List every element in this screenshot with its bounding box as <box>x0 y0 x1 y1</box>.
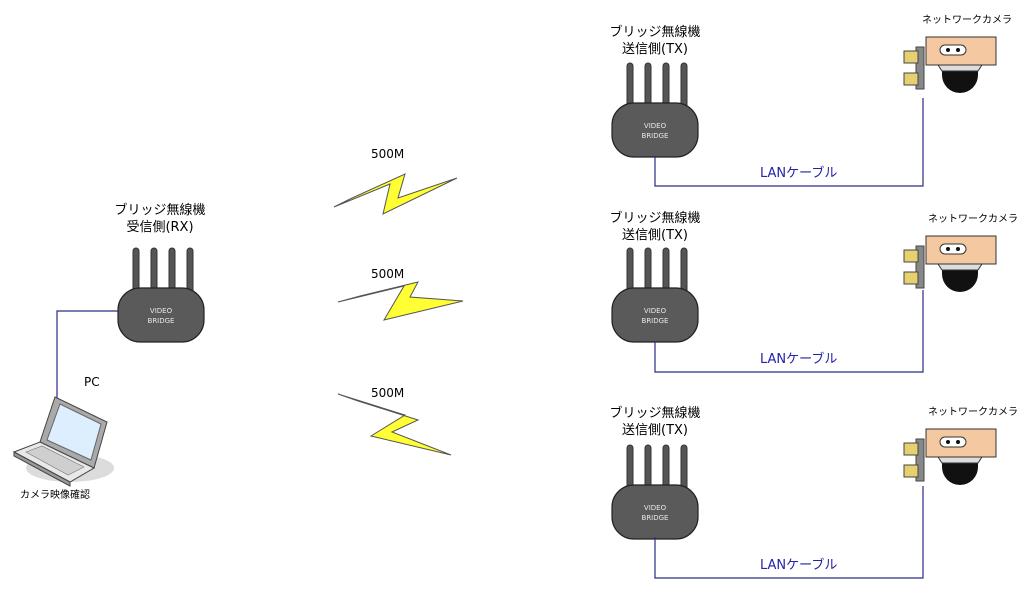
receiver-label-line2: 受信側(RX) <box>126 220 194 235</box>
transmitter-1-box-line2: BRIDGE <box>641 132 669 140</box>
receiver-box-line1: VIDEO <box>149 307 173 315</box>
transmitter-bridge-1 <box>611 62 699 158</box>
link-rate-3: 500M <box>371 386 405 400</box>
transmitter-2-box-line2: BRIDGE <box>641 317 669 325</box>
transmitter-1-label-line2: 送信側(TX) <box>622 42 688 57</box>
network-camera-2 <box>903 235 997 293</box>
camera-3-label: ネットワークカメラ <box>928 407 1018 418</box>
transmitter-3-label-line1: ブリッジ無線機 <box>609 406 701 421</box>
transmitter-1-label-line1: ブリッジ無線機 <box>609 25 701 40</box>
wireless-link-bolt-2 <box>337 281 464 321</box>
lan-cable-3-label: LANケーブル <box>760 558 838 573</box>
transmitter-3-box-line2: BRIDGE <box>641 514 669 522</box>
transmitter-3-label-line2: 送信側(TX) <box>622 423 688 438</box>
transmitter-bridge-3 <box>611 444 699 540</box>
receiver-label-line1: ブリッジ無線機 <box>114 203 206 218</box>
lan-cable-1 <box>654 98 924 187</box>
transmitter-1-box-line1: VIDEO <box>643 122 667 130</box>
network-camera-1 <box>903 36 997 94</box>
camera-2-label: ネットワークカメラ <box>928 214 1018 225</box>
link-rate-1: 500M <box>371 147 405 161</box>
link-rate-2: 500M <box>371 267 405 281</box>
transmitter-2-label-line2: 送信側(TX) <box>622 228 688 243</box>
wireless-link-bolt-1 <box>333 173 458 215</box>
receiver-box-line2: BRIDGE <box>147 317 175 325</box>
laptop-icon <box>12 396 114 487</box>
wireless-link-bolt-3 <box>337 393 452 456</box>
pc-label: PC <box>84 375 100 389</box>
lan-cable-1-label: LANケーブル <box>760 166 838 181</box>
network-camera-3 <box>903 428 997 486</box>
transmitter-2-box-line1: VIDEO <box>643 307 667 315</box>
transmitter-2-label-line1: ブリッジ無線機 <box>609 211 701 226</box>
pc-caption: カメラ映像確認 <box>20 490 90 501</box>
lan-cable-3 <box>654 486 924 579</box>
pc-cable <box>56 310 118 398</box>
camera-1-label: ネットワークカメラ <box>922 15 1012 26</box>
transmitter-bridge-2 <box>611 247 699 343</box>
receiver-bridge <box>117 247 205 343</box>
lan-cable-2 <box>654 290 924 373</box>
lan-cable-2-label: LANケーブル <box>760 352 838 367</box>
transmitter-3-box-line1: VIDEO <box>643 504 667 512</box>
